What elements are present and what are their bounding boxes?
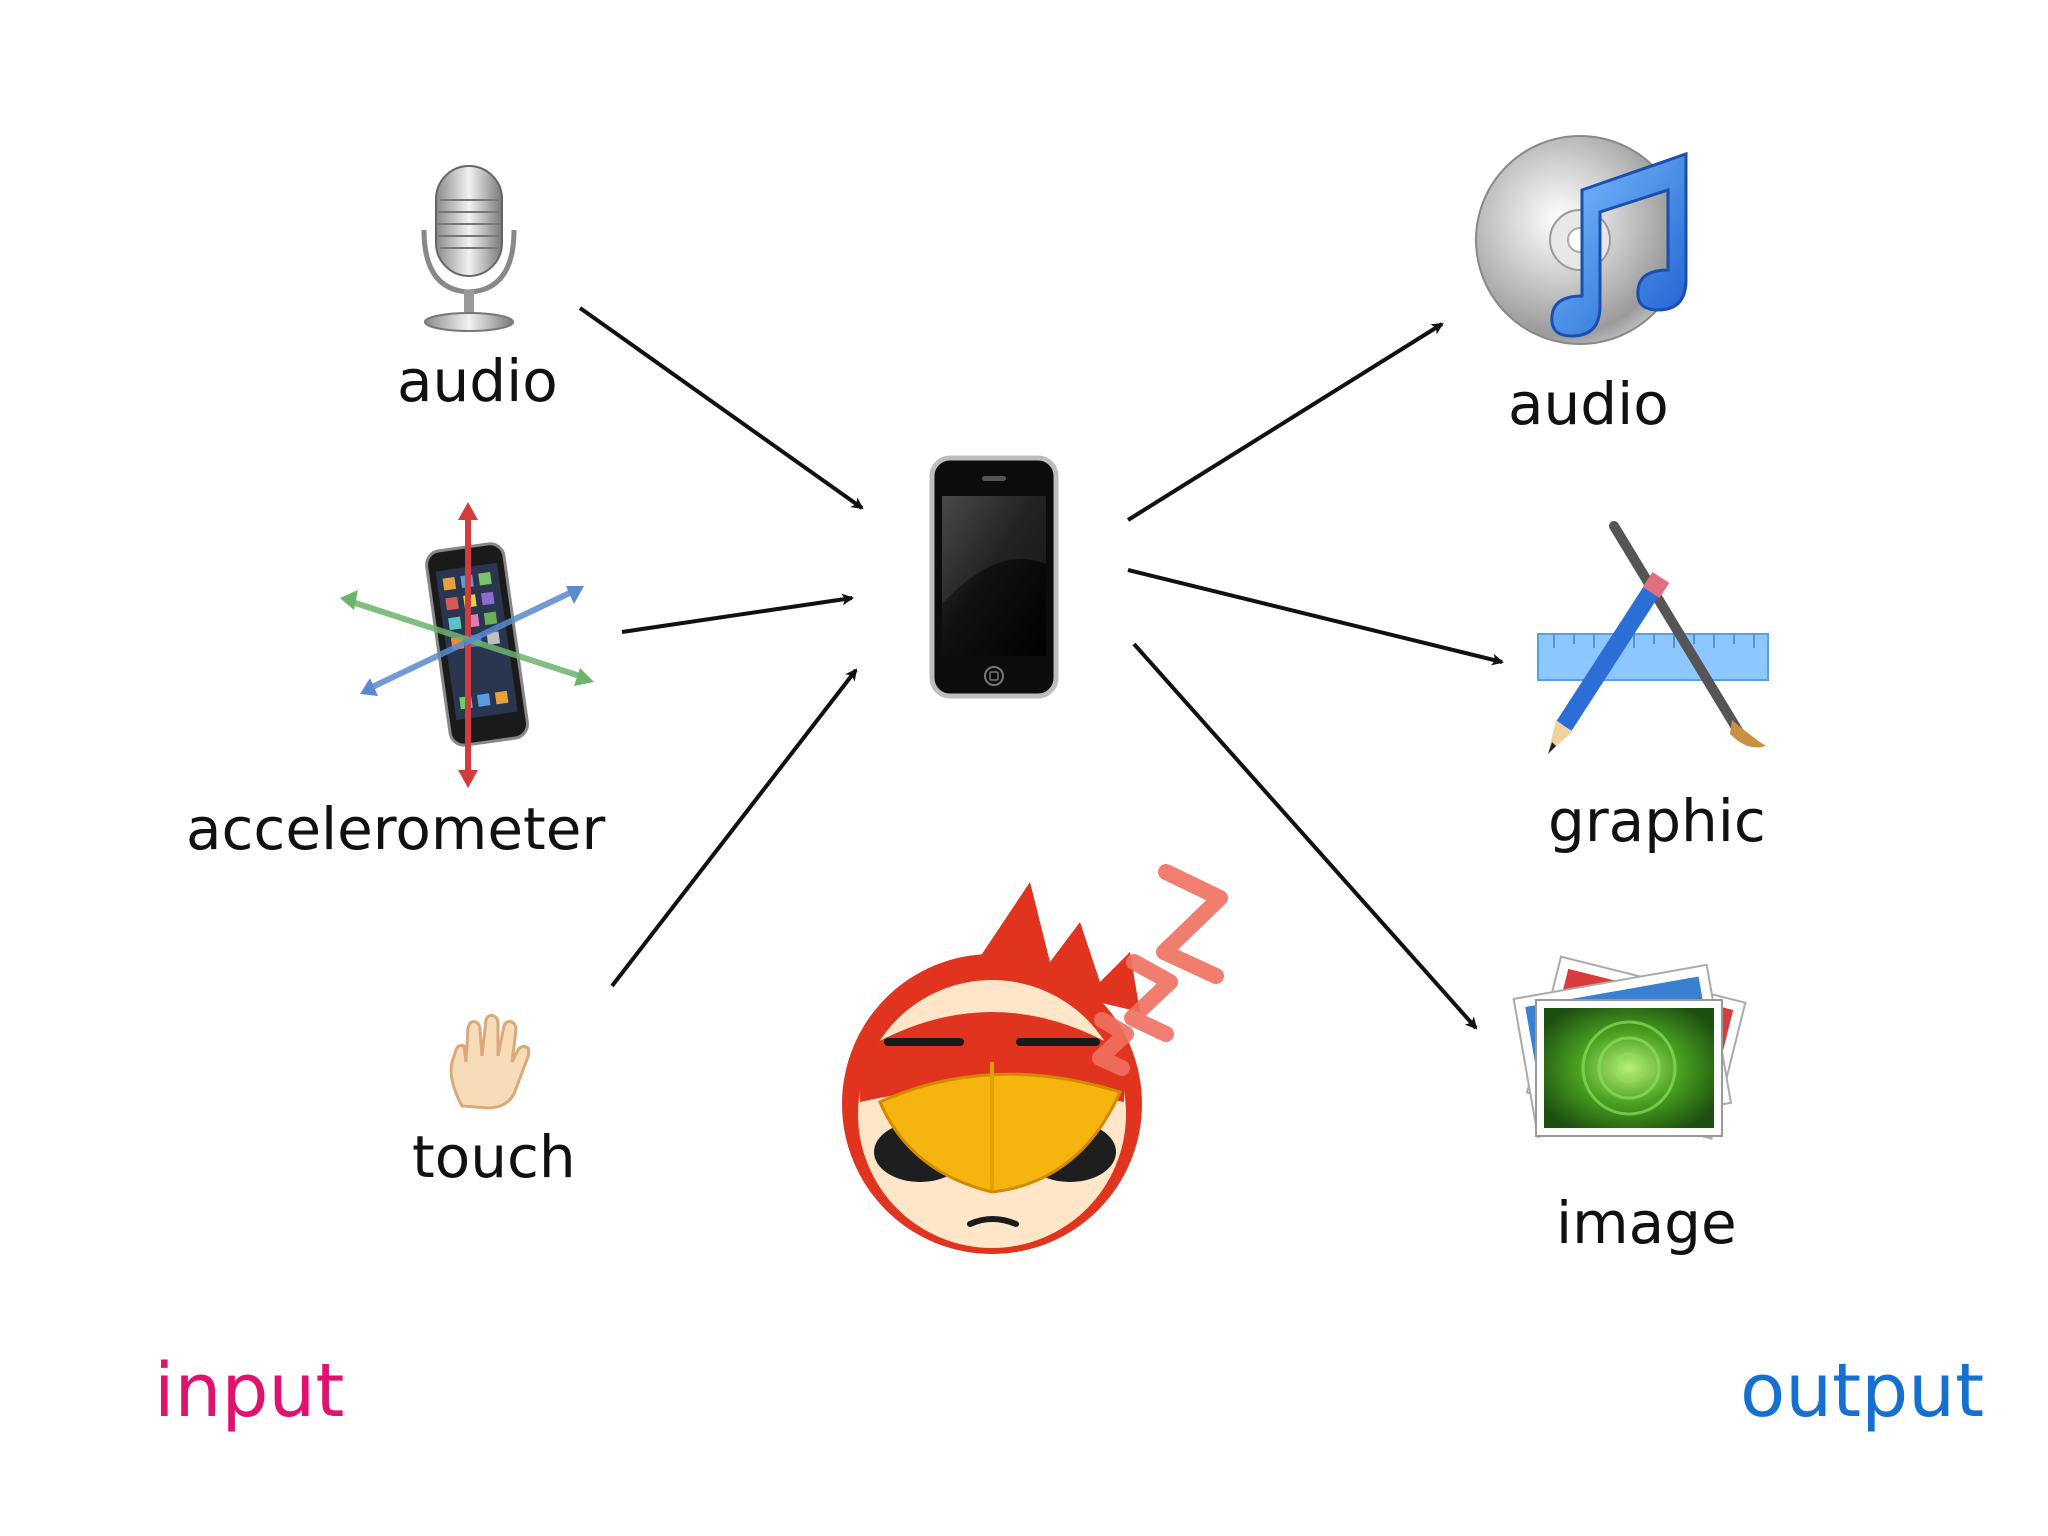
arrow-touch-to-phone: [610, 668, 858, 988]
pencil-brush-ruler-icon: [1537, 521, 1769, 754]
arrow-accelerometer-to-phone: [621, 593, 854, 634]
arrow-phone-to-audio: [1126, 322, 1444, 522]
image-label: image: [1556, 1189, 1737, 1257]
music-cd-icon: [1475, 135, 1688, 345]
sleepy-red-bird-icon: [842, 864, 1228, 1254]
output-audio-label: audio: [1508, 370, 1669, 438]
graphic-label: graphic: [1548, 787, 1766, 855]
output-heading: output: [1740, 1348, 1985, 1434]
photo-stack-icon: [1512, 955, 1747, 1140]
microphone-icon: [421, 165, 517, 332]
smartphone-icon: [929, 455, 1059, 699]
touch-label: touch: [412, 1123, 576, 1191]
arrow-audio-to-phone: [578, 306, 864, 510]
hand-icon: [449, 1014, 531, 1110]
input-audio-label: audio: [397, 347, 558, 415]
accelerometer-label: accelerometer: [186, 795, 606, 863]
accelerometer-phone-icon: [340, 502, 594, 788]
arrow-phone-to-image: [1132, 642, 1478, 1030]
input-heading: input: [154, 1348, 345, 1434]
arrow-phone-to-graphic: [1127, 568, 1504, 666]
